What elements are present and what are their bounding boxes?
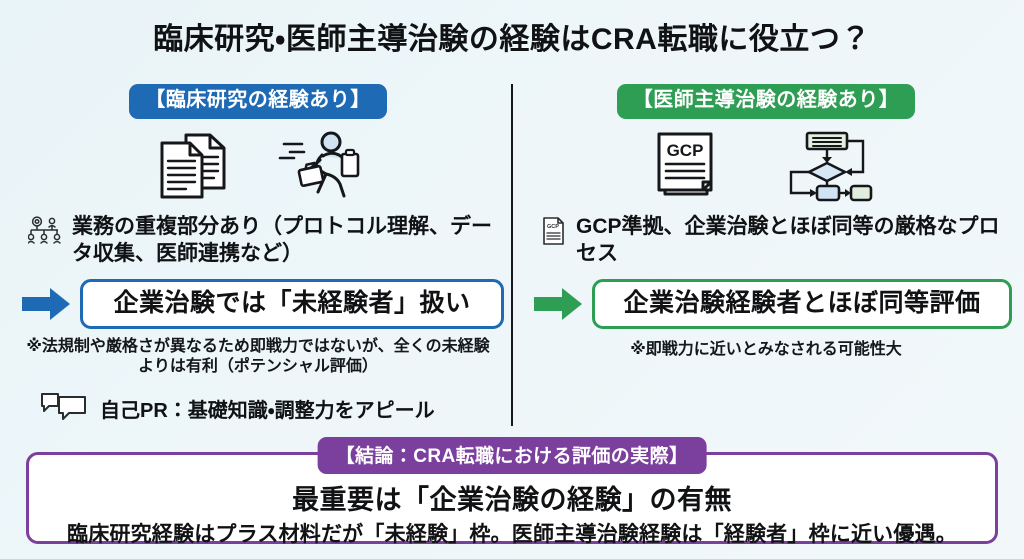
right-icon-strip: GCP — [520, 129, 1012, 207]
documents-icon — [156, 131, 230, 206]
page-title: 臨床研究・医師主導治験の経験はCRA転職に役立つ？ — [153, 23, 871, 56]
left-pr-text: 自己PR：基礎知識・調整力をアピール — [100, 399, 435, 422]
right-arrow-icon — [20, 285, 72, 323]
left-badge-row: 【臨床研究の経験あり】 — [12, 84, 504, 119]
right-outcome-box: 企業治験経験者とほぼ同等評価 — [592, 278, 1012, 329]
left-column: 【臨床研究の経験あり】 — [12, 84, 504, 427]
conclusion-heading: 最重要は「企業治験の経験」の有無 — [292, 485, 732, 515]
left-bullet-row: 業務の重複部分あり（プロトコル理解、データ収集、医師連携など） — [12, 213, 504, 268]
left-column-badge: 【臨床研究の経験あり】 — [129, 84, 387, 119]
left-icon-strip — [12, 129, 504, 207]
left-note: ※法規制や厳格さが異なるため即戦力ではないが、全くの未経験よりは有利（ポテンシャ… — [26, 337, 490, 376]
flowchart-icon — [781, 130, 881, 207]
right-outcome-row: 企業治験経験者とほぼ同等評価 — [520, 278, 1012, 329]
svg-text:GCP: GCP — [547, 224, 559, 230]
right-note: ※即戦力に近いとみなされる可能性大 — [630, 340, 902, 358]
gcp-document-small-icon: GCP — [542, 216, 566, 251]
left-bullet-text: 業務の重複部分あり（プロトコル理解、データ収集、医師連携など） — [72, 215, 492, 266]
svg-text:GCP: GCP — [667, 141, 704, 160]
right-column-badge: 【医師主導治験の経験あり】 — [616, 84, 916, 119]
column-divider — [511, 84, 513, 426]
right-bullet-row: GCP GCP準拠、企業治験とほぼ同等の厳格なプロセス — [520, 213, 1012, 268]
speech-bubbles-icon — [40, 390, 88, 427]
conclusion-badge: 【結論：CRA転職における評価の実際】 — [317, 437, 707, 474]
left-outcome-row: 企業治験では「未経験者」扱い — [12, 278, 504, 329]
right-arrow-icon — [532, 285, 584, 323]
right-bullet-text: GCP準拠、企業治験とほぼ同等の厳格なプロセス — [576, 215, 1000, 266]
conclusion-subtext: 臨床研究経験はプラス材料だが「未経験」枠。医師主導治験経験は「経験者」枠に近い優… — [67, 523, 957, 546]
gcp-document-icon: GCP — [651, 130, 725, 207]
left-outcome-box: 企業治験では「未経験者」扱い — [80, 278, 504, 329]
left-pr-row: 自己PR：基礎知識・調整力をアピール — [12, 390, 504, 427]
running-businessperson-icon — [276, 130, 360, 207]
right-column: 【医師主導治験の経験あり】 GCP — [520, 84, 1012, 360]
right-badge-row: 【医師主導治験の経験あり】 — [520, 84, 1012, 119]
org-chart-people-icon — [27, 216, 62, 251]
